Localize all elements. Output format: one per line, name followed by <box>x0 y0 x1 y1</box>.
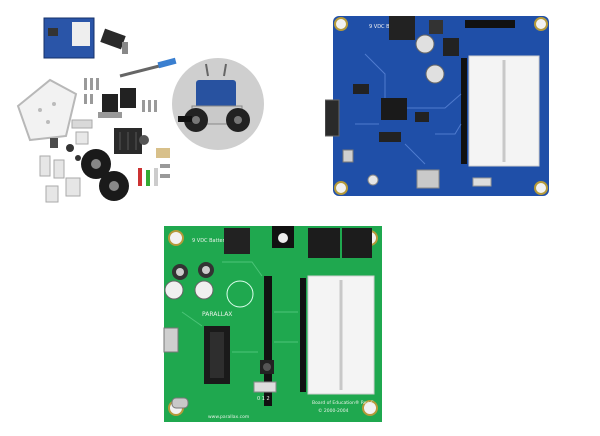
blue-board-illustration: 9 VDC BATTERY <box>325 16 549 196</box>
robot-kit-photo <box>10 8 268 208</box>
green-copyright-label: © 2000-2004 <box>318 407 349 414</box>
kit-board-breadboard <box>72 22 90 46</box>
green-website-label: www.parallax.com <box>208 414 249 420</box>
green-breadboard <box>307 275 375 395</box>
kit-servo-1 <box>102 94 118 112</box>
green-power-switch <box>253 381 277 393</box>
green-serial-port <box>163 327 179 353</box>
robot-chassis-board <box>196 80 236 110</box>
blue-breadboard <box>468 55 540 167</box>
kit-hardware <box>84 78 157 112</box>
kit-servo-connector <box>100 28 126 50</box>
kit-small-parts <box>39 119 170 203</box>
blue-sd-slot <box>416 169 440 189</box>
blue-battery-label: 9 VDC BATTERY <box>369 24 409 30</box>
green-battery-label: 9 VDC Battery <box>192 238 228 244</box>
blue-usb-port <box>342 149 354 163</box>
blue-board-photo: 9 VDC BATTERY <box>325 14 557 202</box>
green-board-illustration: 9 VDC Battery PARALLAX <box>163 226 382 422</box>
blue-power-jack <box>389 16 415 40</box>
kit-chassis <box>16 78 78 142</box>
blue-microcontroller-chip <box>381 98 407 120</box>
green-brand-label: PARALLAX <box>202 311 232 318</box>
blue-serial-port <box>325 99 340 137</box>
kit-servo-2 <box>120 88 136 108</box>
green-cap-1 <box>164 280 184 300</box>
green-io-header <box>264 276 272 406</box>
green-cap-2 <box>194 280 214 300</box>
blue-io-header <box>461 58 467 164</box>
green-board-photo: 9 VDC Battery PARALLAX <box>162 222 387 428</box>
green-switch-label: 0 1 2 <box>257 396 270 402</box>
blue-servo-header <box>465 20 515 28</box>
robot-kit-illustration <box>16 17 264 203</box>
green-servo-header-2 <box>342 228 372 258</box>
green-power-jack <box>224 228 250 254</box>
blue-power-switch <box>472 177 492 187</box>
green-product-label: Board of Education® Rev C <box>312 399 374 406</box>
green-servo-header-1 <box>308 228 340 258</box>
